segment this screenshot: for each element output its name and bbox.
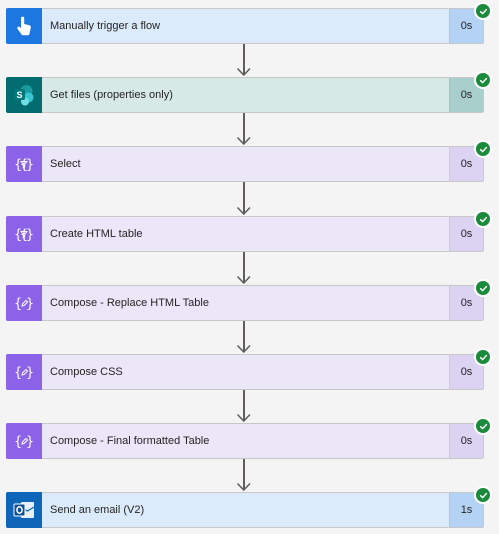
success-check-icon	[474, 71, 492, 89]
touch-trigger-icon	[6, 8, 42, 44]
success-check-icon	[474, 486, 492, 504]
connector-arrow	[236, 252, 252, 285]
svg-text:}: }	[26, 158, 34, 173]
svg-text:{: {	[14, 297, 22, 312]
step-title: Compose CSS	[50, 366, 123, 378]
connector-arrow	[236, 182, 252, 216]
step-title: Compose - Replace HTML Table	[50, 297, 209, 309]
arrow-down-icon	[236, 136, 251, 146]
success-check-icon	[474, 210, 492, 228]
compose-icon: {}	[6, 354, 42, 390]
svg-text:S: S	[16, 90, 22, 100]
svg-text:}: }	[26, 228, 34, 243]
arrow-down-icon	[236, 67, 251, 77]
svg-text:{: {	[14, 228, 22, 243]
connector-arrow	[236, 44, 252, 77]
data-operation-icon: { {}	[6, 146, 42, 182]
svg-text:{: {	[14, 158, 22, 173]
arrow-down-icon	[236, 344, 251, 354]
step-title: Create HTML table	[50, 228, 143, 240]
success-check-icon	[474, 2, 492, 20]
step-title: Select	[50, 158, 81, 170]
success-check-icon	[474, 140, 492, 158]
svg-text:}: }	[26, 366, 34, 381]
step-duration: 1s	[449, 493, 483, 527]
connector-arrow	[236, 390, 252, 423]
svg-text:{: {	[20, 158, 28, 173]
step-title: Send an email (V2)	[50, 504, 145, 516]
compose-icon: {}	[6, 423, 42, 459]
svg-text:{: {	[14, 435, 22, 450]
data-operation-icon: { {}	[6, 216, 42, 252]
arrow-down-icon	[236, 413, 251, 423]
success-check-icon	[474, 279, 492, 297]
connector-arrow	[236, 321, 252, 354]
success-check-icon	[474, 417, 492, 435]
success-check-icon	[474, 348, 492, 366]
step-title: Manually trigger a flow	[50, 20, 161, 32]
sharepoint-icon: S	[6, 77, 42, 113]
step-title: Compose - Final formatted Table	[50, 435, 210, 447]
svg-text:{: {	[14, 366, 22, 381]
outlook-icon	[6, 492, 42, 528]
connector-arrow	[236, 459, 252, 492]
flow-step[interactable]: Send an email (V2) 1s	[6, 486, 492, 528]
connector-arrow	[236, 113, 252, 146]
svg-text:}: }	[26, 435, 34, 450]
arrow-down-icon	[236, 275, 251, 285]
step-title: Get files (properties only)	[50, 89, 173, 101]
compose-icon: {}	[6, 285, 42, 321]
arrow-down-icon	[236, 206, 251, 216]
svg-text:{: {	[20, 228, 28, 243]
svg-text:}: }	[26, 297, 34, 312]
arrow-down-icon	[236, 482, 251, 492]
